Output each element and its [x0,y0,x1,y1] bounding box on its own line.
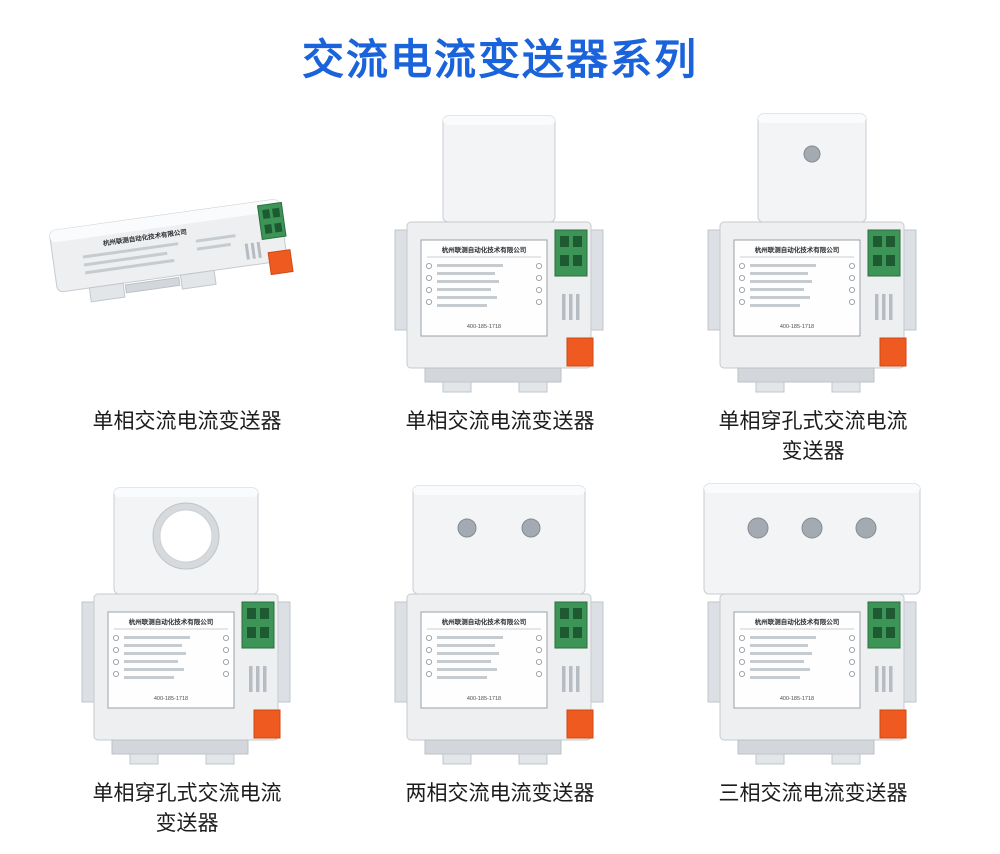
terminal-block [241,601,275,649]
product-card-3: 杭州联测自动化技术有限公司 [657,101,970,473]
product-caption: 单相交流电流变送器 [405,410,595,433]
din-foot [88,282,126,303]
din-clip [879,709,907,739]
product-caption: 单相交流电流变送器 [92,410,282,433]
product-image-wrap: 杭州联测自动化技术有限公司 [657,101,970,399]
sensor-hole [803,145,821,163]
svg-text:杭州联测自动化技术有限公司: 杭州联测自动化技术有限公司 [755,245,840,254]
svg-text:杭州联测自动化技术有限公司: 杭州联测自动化技术有限公司 [755,617,840,626]
page-title: 交流电流变送器系列 [301,36,698,83]
sensor-head [757,113,867,223]
svg-text:杭州联测自动化技术有限公司: 杭州联测自动化技术有限公司 [129,617,214,626]
vent-slots [562,294,580,320]
din-foot [179,269,217,290]
din-clip [267,249,294,276]
product-image-two-hole-transmitter: 杭州联测自动化技术有限公司 [394,485,604,765]
vent-slots [244,241,262,260]
product-caption: 两相交流电流变送器 [405,782,595,805]
sensor-head [113,487,259,595]
product-image-small-hole-transmitter: 杭州联测自动化技术有限公司 [707,113,917,393]
spec-label: 杭州联测自动化技术有限公司 [420,611,548,709]
sensor-head [442,115,556,223]
product-image-wrap: 杭州联测自动化技术有限公司 [31,473,344,771]
product-image-wrap: 杭州联测自动化技术有限公司 [344,101,657,399]
product-image-three-hole-transmitter: 杭州联测自动化技术有限公司 [703,483,921,765]
terminal-block [867,601,901,649]
vent-slots [875,294,893,320]
sensor-hole [747,517,769,539]
product-image-slim-transmitter: 杭州联测自动化技术有限公司 [49,199,294,303]
product-caption: 单相穿孔式交流电流变送器 [92,782,282,836]
svg-text:400-185-1718: 400-185-1718 [467,324,501,330]
svg-text:杭州联测自动化技术有限公司: 杭州联测自动化技术有限公司 [442,617,527,626]
spec-label: 杭州联测自动化技术有限公司 [733,239,861,337]
vent-slots [875,666,893,692]
spec-label: 杭州联测自动化技术有限公司 [107,611,235,709]
product-image-wrap: 杭州联测自动化技术有限公司 [657,473,970,771]
product-image-cover-transmitter: 杭州联测自动化技术有限公司 [394,115,604,393]
product-image-wrap: 杭州联测自动化技术有限公司 [31,101,344,399]
product-image-wrap: 杭州联测自动化技术有限公司 [344,473,657,771]
din-clip [566,709,594,739]
svg-text:400-185-1718: 400-185-1718 [780,696,814,702]
svg-text:400-185-1718: 400-185-1718 [467,696,501,702]
spec-label: 杭州联测自动化技术有限公司 [420,239,548,337]
product-card-5: 杭州联测自动化技术有限公司 [344,473,657,845]
sensor-head [412,485,586,595]
terminal-block [867,229,901,277]
svg-text:杭州联测自动化技术有限公司: 杭州联测自动化技术有限公司 [442,245,527,254]
sensor-hole [801,517,823,539]
sensor-head [703,483,921,595]
product-caption: 单相穿孔式交流电流变送器 [718,410,908,464]
din-clip [253,709,281,739]
sensor-hole [521,518,541,538]
product-card-4: 杭州联测自动化技术有限公司 [31,473,344,845]
terminal-block [554,229,588,277]
svg-text:400-185-1718: 400-185-1718 [780,324,814,330]
product-card-2: 杭州联测自动化技术有限公司 [344,101,657,473]
terminal-block [554,601,588,649]
product-image-large-hole-transmitter: 杭州联测自动化技术有限公司 [81,487,291,765]
vent-slots [562,666,580,692]
sensor-hole [457,518,477,538]
product-caption: 三相交流电流变送器 [718,782,908,805]
product-grid: 杭州联测自动化技术有限公司 [0,101,1000,845]
product-card-1: 杭州联测自动化技术有限公司 [31,101,344,473]
din-clip [879,337,907,367]
spec-label: 杭州联测自动化技术有限公司 [733,611,861,709]
vent-slots [249,666,267,692]
svg-text:400-185-1718: 400-185-1718 [154,696,188,702]
product-card-6: 杭州联测自动化技术有限公司 [657,473,970,845]
sensor-hole [855,517,877,539]
terminal-block [256,201,287,240]
din-clip [566,337,594,367]
